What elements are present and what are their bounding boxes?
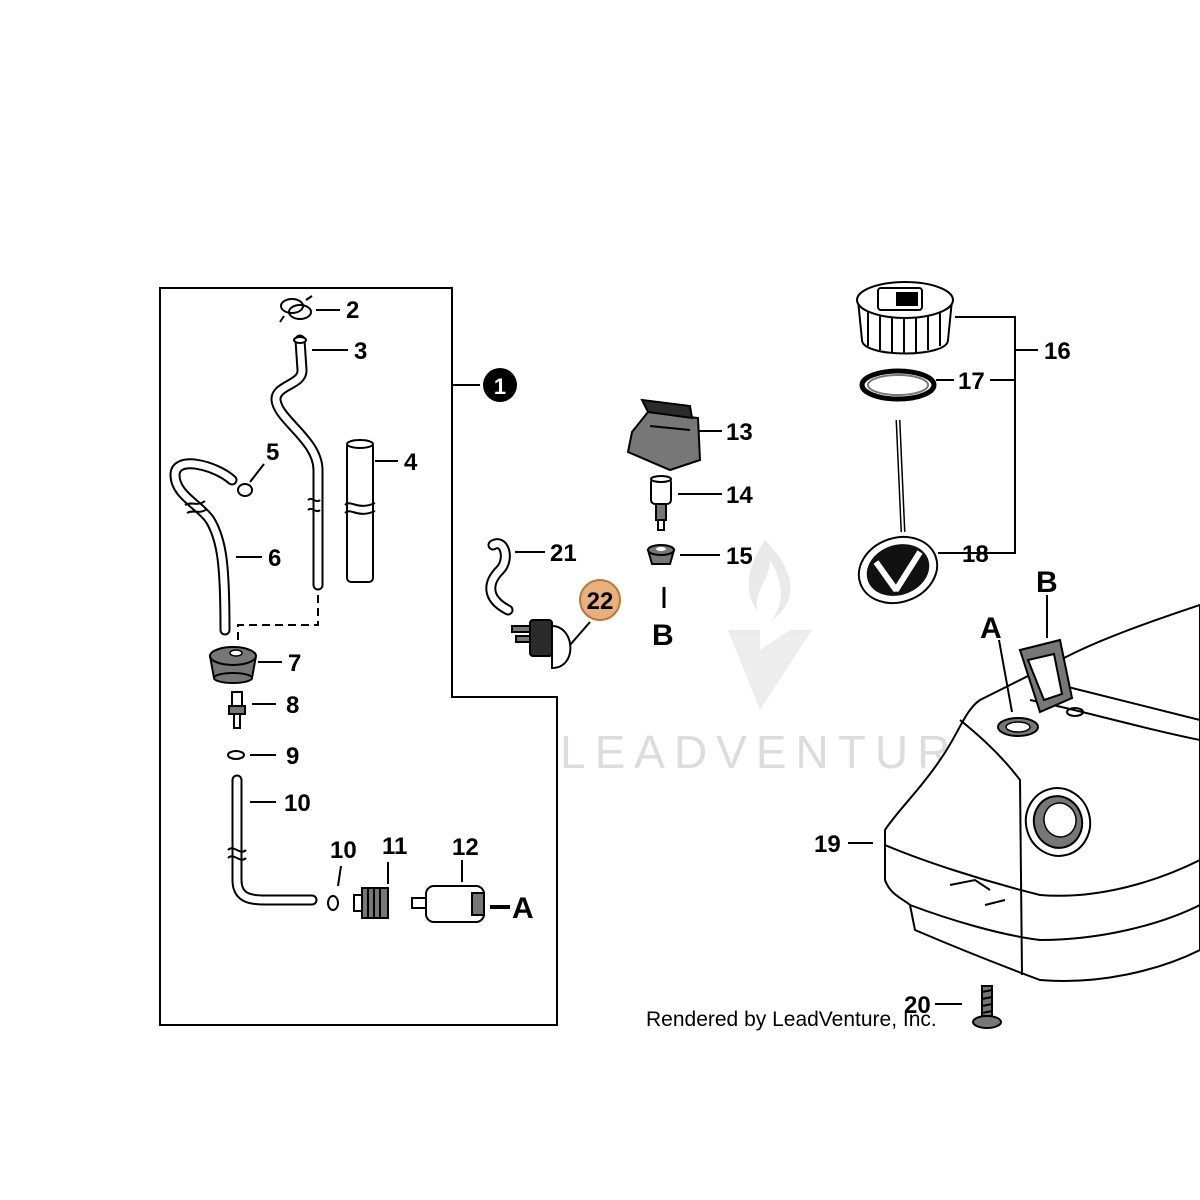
part-19-fuel-tank bbox=[884, 603, 1200, 982]
watermark-text: LEADVENTURE bbox=[560, 726, 999, 778]
part-11-fitting bbox=[353, 887, 389, 919]
watermark: LEADVENTURE bbox=[560, 540, 999, 778]
part-3-vent-line bbox=[270, 334, 324, 591]
part-17-gasket bbox=[859, 368, 937, 402]
part-20-screw bbox=[972, 985, 1002, 1029]
part-21-primer-line bbox=[485, 538, 514, 616]
label-5: 5 bbox=[266, 439, 279, 466]
part-5-o-ring bbox=[237, 483, 253, 497]
part-6-fuel-line bbox=[169, 458, 238, 636]
label-13: 13 bbox=[726, 419, 753, 446]
label-18: 18 bbox=[962, 541, 989, 568]
label-11: 11 bbox=[382, 833, 407, 860]
part-15-grommet bbox=[646, 544, 676, 565]
label-14: 14 bbox=[726, 482, 753, 509]
dashed-connection bbox=[237, 595, 319, 640]
label-16: 16 bbox=[1044, 338, 1071, 365]
label-4: 4 bbox=[404, 449, 418, 476]
label-19: 19 bbox=[814, 831, 841, 858]
svg-text:1: 1 bbox=[494, 374, 506, 399]
part-22-primer-bulb bbox=[511, 619, 572, 670]
label-10-o-ring: 10 bbox=[330, 837, 357, 864]
part-13-bracket bbox=[626, 398, 702, 472]
label-7: 7 bbox=[288, 650, 301, 677]
label-20: 20 bbox=[904, 992, 931, 1019]
label-21: 21 bbox=[550, 540, 577, 567]
assembly-outline bbox=[159, 287, 558, 1026]
connector-b-tank: B bbox=[1036, 566, 1058, 599]
highlighted-callout-22: 22 bbox=[579, 579, 621, 621]
connector-b-valve: B bbox=[652, 619, 674, 652]
part-2-clip bbox=[279, 295, 313, 323]
part-10-o-ring bbox=[327, 895, 339, 911]
part-4-sleeve bbox=[344, 439, 376, 583]
watermark-logo-icon bbox=[728, 540, 812, 710]
part-12-fuel-filter bbox=[411, 885, 485, 923]
label-12: 12 bbox=[452, 834, 479, 861]
label-3: 3 bbox=[354, 338, 367, 365]
label-10-line: 10 bbox=[284, 790, 311, 817]
part-7-grommet bbox=[208, 646, 258, 684]
label-6: 6 bbox=[268, 545, 281, 572]
connector-a-left: A bbox=[512, 892, 534, 925]
part-18-fuel-gauge bbox=[857, 419, 939, 605]
part-14-vent-valve bbox=[650, 475, 672, 531]
label-2: 2 bbox=[346, 297, 359, 324]
label-9: 9 bbox=[286, 743, 299, 770]
label-8: 8 bbox=[286, 692, 299, 719]
svg-text:22: 22 bbox=[587, 588, 614, 615]
assembly-callout-badge: 1 bbox=[483, 368, 517, 402]
part-16-fuel-cap bbox=[856, 281, 954, 355]
credit-text: Rendered by LeadVenture, Inc. bbox=[646, 1008, 937, 1031]
part-8-fitting bbox=[228, 691, 246, 729]
part-9-washer bbox=[227, 750, 245, 760]
label-15: 15 bbox=[726, 543, 753, 570]
connector-a-tank: A bbox=[980, 612, 1002, 645]
part-10-pickup-line bbox=[227, 774, 318, 906]
label-17: 17 bbox=[958, 368, 985, 395]
